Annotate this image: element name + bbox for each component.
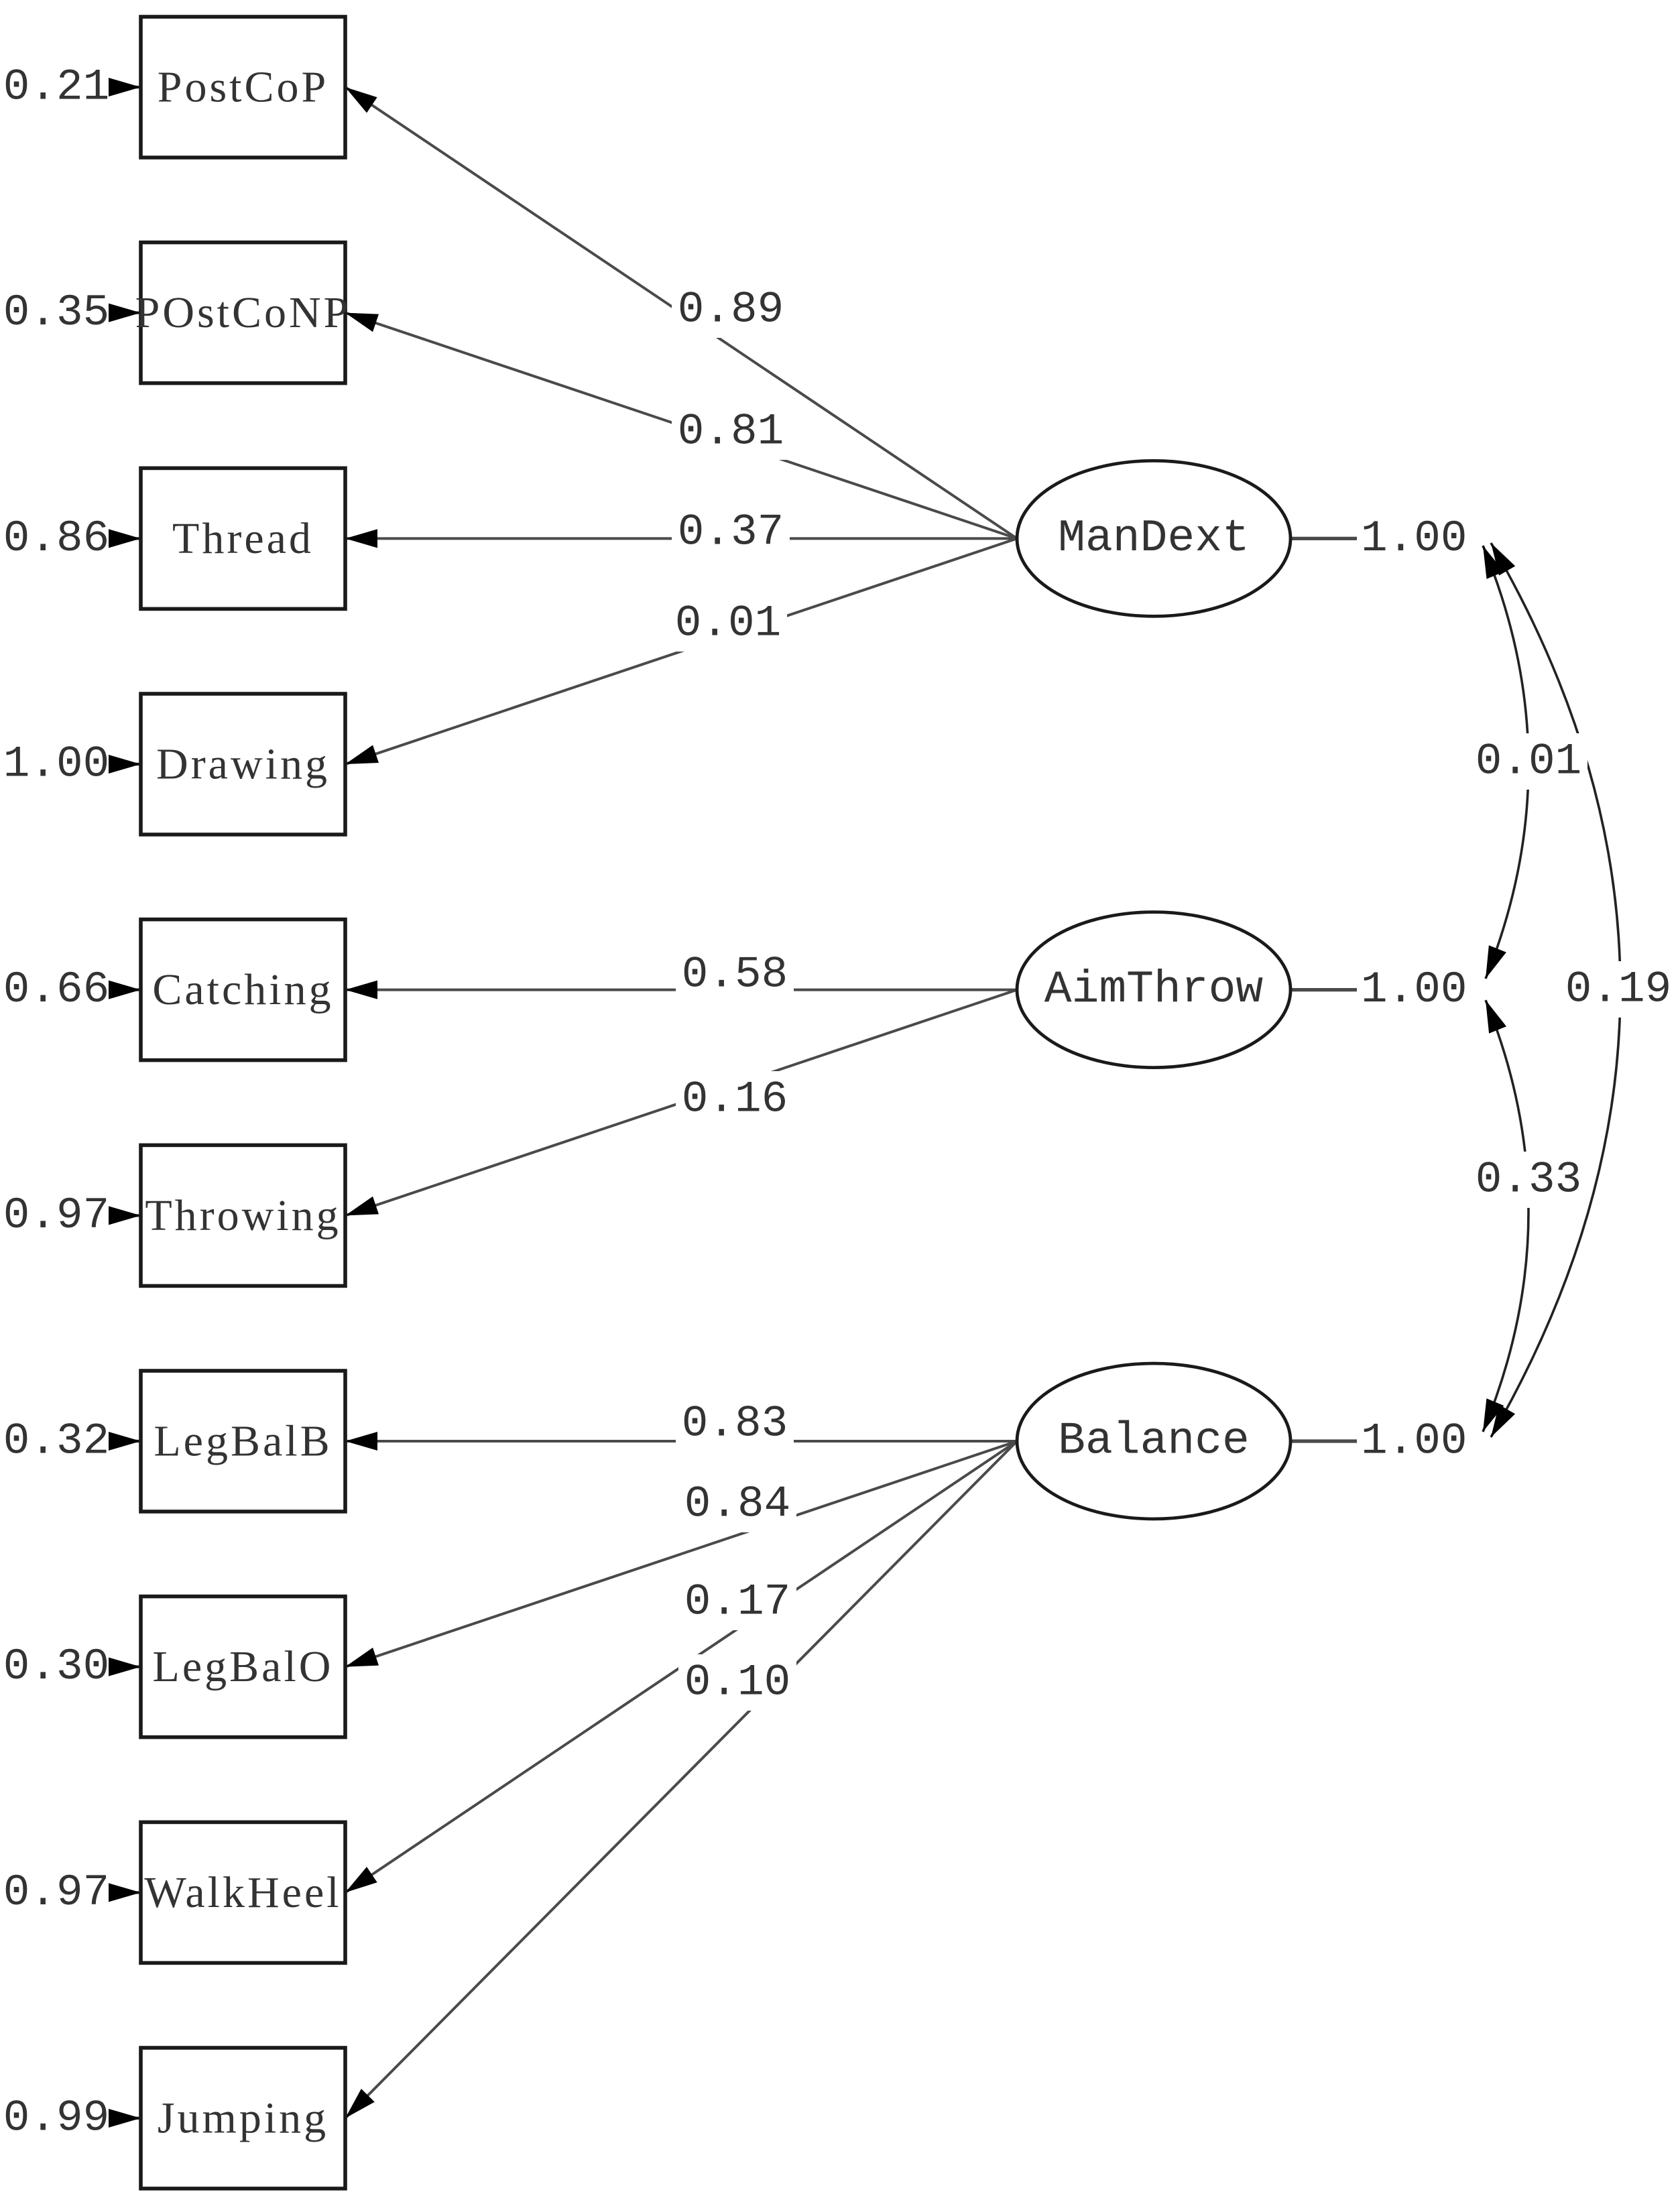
loading-value-label: 0.16 [682, 1075, 788, 1125]
covariance-value-label: 0.19 [1565, 965, 1671, 1015]
loading-value-label-backing [678, 1574, 796, 1630]
loading-value-label-backing [672, 504, 790, 560]
variance-value-label: 1.00 [1361, 1416, 1467, 1467]
observed-box [139, 1594, 347, 1739]
loading-value-label: 0.84 [684, 1479, 790, 1530]
loading-value-label: 0.89 [678, 285, 784, 335]
latent-ellipse [1015, 910, 1293, 1069]
loading-value-label-backing [672, 404, 790, 460]
covariance-value-label-backing [1469, 1152, 1587, 1208]
error-value-label: 0.32 [3, 1416, 109, 1467]
covariance-value-label-backing [1469, 733, 1587, 790]
covariance-value-label: 0.33 [1476, 1155, 1581, 1205]
observed-box-label: Thread [172, 514, 314, 563]
error-value-label: 0.35 [3, 288, 109, 338]
observed-box-label: POstCoNP [135, 288, 351, 337]
loading-value-label: 0.01 [675, 599, 781, 649]
loading-value-label-backing [676, 1071, 794, 1127]
observed-box-label: WalkHeel [144, 1868, 341, 1917]
variance-value-label: 1.00 [1361, 965, 1467, 1015]
covariance-value-label: 0.01 [1476, 737, 1581, 787]
loading-value-label: 0.10 [684, 1658, 790, 1708]
loading-value-label-backing [678, 1654, 796, 1711]
error-value-label: 1.00 [3, 739, 109, 790]
error-value-label: 0.97 [3, 1190, 109, 1241]
observed-box [139, 1143, 347, 1288]
observed-box-label: LegBalB [154, 1417, 332, 1466]
edges-layer [109, 78, 1622, 2128]
loading-value-label: 0.83 [682, 1399, 788, 1449]
loading-value-label: 0.17 [684, 1577, 790, 1628]
error-value-label: 0.97 [3, 1867, 109, 1918]
observed-box [139, 240, 347, 385]
loading-value-label-backing [676, 946, 794, 1003]
variance-value-label: 1.00 [1361, 513, 1467, 564]
observed-box [139, 917, 347, 1062]
observed-box [139, 1369, 347, 1514]
error-value-label: 0.86 [3, 513, 109, 564]
error-value-label: 0.21 [3, 62, 109, 113]
loading-value-label-backing [678, 1476, 796, 1532]
observed-box [139, 466, 347, 611]
observed-box [139, 2046, 347, 2191]
observed-box-label: Drawing [156, 740, 330, 789]
observed-box [139, 692, 347, 837]
loading-value-label-backing [676, 1396, 794, 1452]
loading-value-label: 0.58 [682, 950, 788, 1000]
error-value-label: 0.66 [3, 965, 109, 1015]
latent-ellipse [1015, 1361, 1293, 1521]
error-value-label: 0.99 [3, 2093, 109, 2144]
loading-value-label: 0.81 [678, 407, 784, 457]
observed-box-label: PostCoP [158, 63, 328, 112]
error-value-label: 0.30 [3, 1642, 109, 1692]
observed-box-label: Throwing [145, 1191, 341, 1240]
latent-ellipse [1015, 459, 1293, 618]
loading-arrow [345, 1440, 1018, 1668]
observed-box-label: LegBalO [153, 1642, 334, 1691]
loading-value-label-backing [669, 595, 787, 652]
observed-box [139, 1820, 347, 1965]
latent-label: ManDext [1058, 513, 1250, 564]
labels-layer: 0.21 PostCoP 0.89 0.35 POstCoNP 0.81 0.86 Threa… [3, 62, 1677, 2144]
covariance-value-label-backing [1559, 961, 1677, 1018]
observed-box [139, 15, 347, 160]
loading-arrow [344, 1440, 1018, 2120]
observed-box-label: Jumping [158, 2094, 328, 2143]
latent-label: AimThrow [1044, 964, 1264, 1016]
covariance-arc [1482, 999, 1530, 1432]
nodes-layer [139, 15, 1293, 2191]
observed-box-label: Catching [152, 965, 333, 1014]
loading-value-label-backing [672, 282, 790, 338]
latent-label: Balance [1058, 1416, 1250, 1467]
loading-value-label: 0.37 [678, 507, 784, 558]
